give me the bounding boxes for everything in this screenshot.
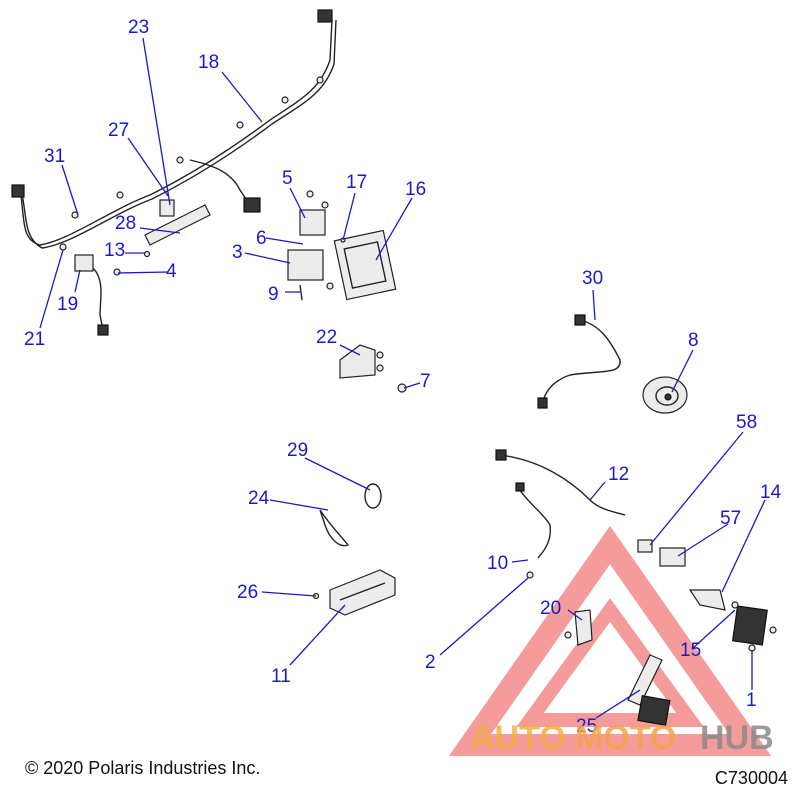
callout-30: 30 [582, 268, 603, 289]
callout-12: 12 [608, 464, 629, 485]
harness-30 [537, 314, 621, 409]
callout-1: 1 [746, 690, 757, 711]
callout-13: 13 [104, 240, 125, 261]
callout-4: 4 [166, 261, 177, 282]
leader-lines [39, 37, 766, 719]
watermark-auto: AUTO [470, 719, 566, 757]
callout-3: 3 [232, 242, 243, 263]
callout-26: 26 [237, 582, 258, 603]
sub-harness-19 [59, 243, 151, 336]
main-wire-harness [11, 9, 337, 249]
callout-2: 2 [425, 652, 436, 673]
bracket-14 [688, 589, 726, 611]
callout-21: 21 [24, 329, 45, 350]
horn-8 [642, 376, 688, 414]
bracket-22 [339, 344, 407, 393]
callout-7: 7 [420, 371, 431, 392]
callout-23: 23 [128, 17, 149, 38]
callout-25: 25 [576, 716, 597, 737]
callout-16: 16 [405, 179, 426, 200]
callout-15: 15 [680, 640, 701, 661]
callout-22: 22 [316, 327, 337, 348]
callout-17: 17 [346, 172, 367, 193]
regulator-1 [731, 601, 777, 652]
callout-numbers: 23 18 27 31 5 17 16 28 6 13 3 4 9 19 21 … [24, 17, 782, 737]
callout-31: 31 [44, 146, 65, 167]
callout-29: 29 [287, 440, 308, 461]
bracket-28 [144, 199, 211, 246]
relays [637, 539, 686, 567]
callout-58: 58 [736, 412, 757, 433]
copyright-text: © 2020 Polaris Industries Inc. [25, 758, 261, 778]
callout-28: 28 [115, 213, 136, 234]
callout-11: 11 [271, 666, 291, 687]
callout-8: 8 [688, 330, 699, 351]
callout-10: 10 [487, 553, 508, 574]
callout-18: 18 [198, 52, 219, 73]
callout-27: 27 [108, 120, 129, 141]
straps [319, 483, 382, 547]
watermark-triangle [448, 525, 772, 756]
callout-9: 9 [268, 284, 279, 305]
cable-12 [495, 449, 626, 579]
callout-14: 14 [760, 482, 782, 503]
module-assembly [287, 190, 397, 301]
callout-57: 57 [720, 508, 741, 529]
drawing-number: C730004 [714, 768, 788, 788]
callout-19: 19 [57, 294, 78, 315]
callout-6: 6 [256, 228, 267, 249]
callout-5: 5 [282, 168, 293, 189]
callout-24: 24 [248, 488, 270, 509]
watermark-logo: AUTO MOTO HUB [470, 719, 774, 757]
callout-20: 20 [540, 598, 561, 619]
fuse-block-11 [312, 569, 396, 616]
watermark-hub: HUB [700, 719, 774, 757]
watermark-moto: MOTO [575, 719, 676, 757]
